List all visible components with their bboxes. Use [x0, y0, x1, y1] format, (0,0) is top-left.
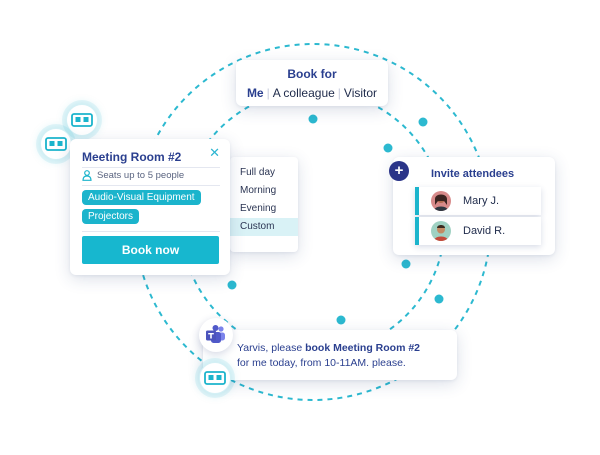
- amenity-tag: Projectors: [82, 209, 140, 224]
- invite-attendees-card: + Invite attendees Mary J.: [389, 157, 555, 255]
- orbit-dot: [227, 280, 237, 290]
- divider: [82, 231, 220, 232]
- orbit-dot: [418, 117, 428, 127]
- time-range-menu: Full day Morning Evening Custom: [230, 157, 298, 252]
- divider: [82, 167, 220, 168]
- attendee-item[interactable]: David R.: [415, 217, 541, 245]
- orbit-dot: [434, 294, 444, 304]
- book-for-options: Me|A colleague|Visitor: [236, 86, 388, 100]
- time-option-morning[interactable]: Morning: [240, 185, 277, 196]
- chat-text: Yarvis, please: [237, 342, 306, 354]
- chat-message-card: Yarvis, please book Meeting Room #2 for …: [203, 330, 457, 380]
- attendee-name: Mary J.: [463, 195, 500, 207]
- option-separator: |: [337, 86, 341, 100]
- book-for-option-colleague[interactable]: A colleague: [272, 86, 335, 100]
- add-attendee-button[interactable]: +: [389, 161, 409, 181]
- divider: [82, 185, 220, 186]
- invite-title: Invite attendees: [431, 168, 515, 180]
- chat-message: Yarvis, please book Meeting Room #2 for …: [237, 341, 420, 371]
- person-icon: [82, 170, 92, 181]
- book-for-option-visitor[interactable]: Visitor: [343, 86, 378, 100]
- teams-icon: [199, 318, 233, 352]
- seats-text: Seats up to 5 people: [97, 170, 185, 181]
- meeting-room-card: Meeting Room #2 ✕ Seats up to 5 people A…: [70, 139, 230, 275]
- avatar: [431, 191, 451, 211]
- attendee-item[interactable]: Mary J.: [415, 187, 541, 215]
- book-for-card: Book for Me|A colleague|Visitor: [236, 60, 388, 106]
- chat-text: for me today, from 10-11AM. please.: [237, 357, 406, 369]
- book-for-title: Book for: [287, 67, 337, 81]
- bot-icon: [40, 128, 72, 160]
- time-option-custom[interactable]: Custom: [230, 218, 298, 236]
- chat-highlight: book Meeting Room #2: [305, 342, 421, 354]
- book-now-button[interactable]: Book now: [82, 236, 219, 264]
- time-option-full-day[interactable]: Full day: [240, 167, 276, 178]
- orbit-dot: [336, 315, 346, 325]
- time-option-evening[interactable]: Evening: [240, 203, 277, 214]
- close-icon[interactable]: ✕: [209, 145, 220, 160]
- bot-icon: [199, 362, 231, 394]
- book-for-option-me[interactable]: Me: [246, 86, 264, 100]
- orbit-dot: [308, 114, 318, 124]
- option-separator: |: [266, 86, 270, 100]
- avatar: [431, 221, 451, 241]
- attendee-name: David R.: [463, 225, 506, 237]
- room-title: Meeting Room #2: [82, 150, 182, 164]
- orbit-dot: [401, 259, 411, 269]
- room-capacity: Seats up to 5 people: [82, 170, 184, 181]
- amenity-tag: Audio-Visual Equipment: [82, 190, 201, 205]
- orbit-dot: [383, 143, 393, 153]
- bot-icon: [66, 104, 98, 136]
